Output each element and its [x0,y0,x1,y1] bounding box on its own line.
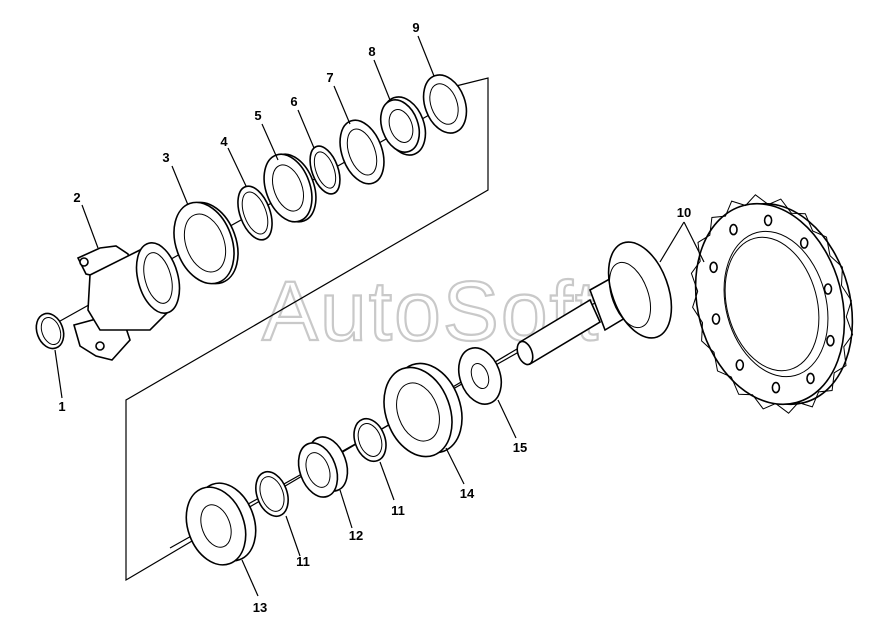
washer-part-7 [339,119,385,185]
ring-part-6 [309,145,341,195]
bolt-hole [826,334,835,347]
bolt-hole [823,283,833,295]
bearing-part-14 [383,362,463,458]
bolt-hole [729,223,738,236]
bolt-hole [771,381,781,394]
label-2: 2 [73,190,80,205]
ring-gear-teeth [690,194,854,414]
label-11-upper: 11 [391,503,405,518]
bolt-hole [709,261,718,274]
label-12: 12 [349,528,363,543]
bolt-hole [711,313,721,325]
leader-lines [54,35,705,597]
bolt-hole [799,237,809,249]
label-13: 13 [253,600,267,615]
ring-part-11-lower [255,470,289,518]
label-7: 7 [326,70,333,85]
ring-part-11-upper [353,417,387,463]
label-3: 3 [162,150,169,165]
seal-part-3 [173,201,239,285]
bolt-hole [735,359,745,371]
nut-part-8 [379,96,427,156]
ring-part-4 [237,185,273,241]
label-1: 1 [58,399,65,414]
label-11-lower: 11 [296,554,310,569]
snap-ring-part-1 [35,312,65,350]
label-10: 10 [677,205,691,220]
yoke-flange-part-2 [73,242,181,361]
ring-gear-part-10 [694,202,854,406]
label-6: 6 [290,94,297,109]
label-8: 8 [368,44,375,59]
bolt-hole [763,214,773,227]
bolt-hole [806,372,815,385]
bearing-part-13 [185,482,257,566]
label-5: 5 [254,108,261,123]
label-9: 9 [412,20,419,35]
bearing-cone-part-12 [297,436,349,498]
pinion-shaft-part-10 [516,241,673,366]
label-4: 4 [220,134,228,149]
label-15: 15 [513,440,527,455]
shim-part-15 [457,347,503,405]
lock-washer-part-9 [422,74,468,134]
label-14: 14 [460,486,475,501]
